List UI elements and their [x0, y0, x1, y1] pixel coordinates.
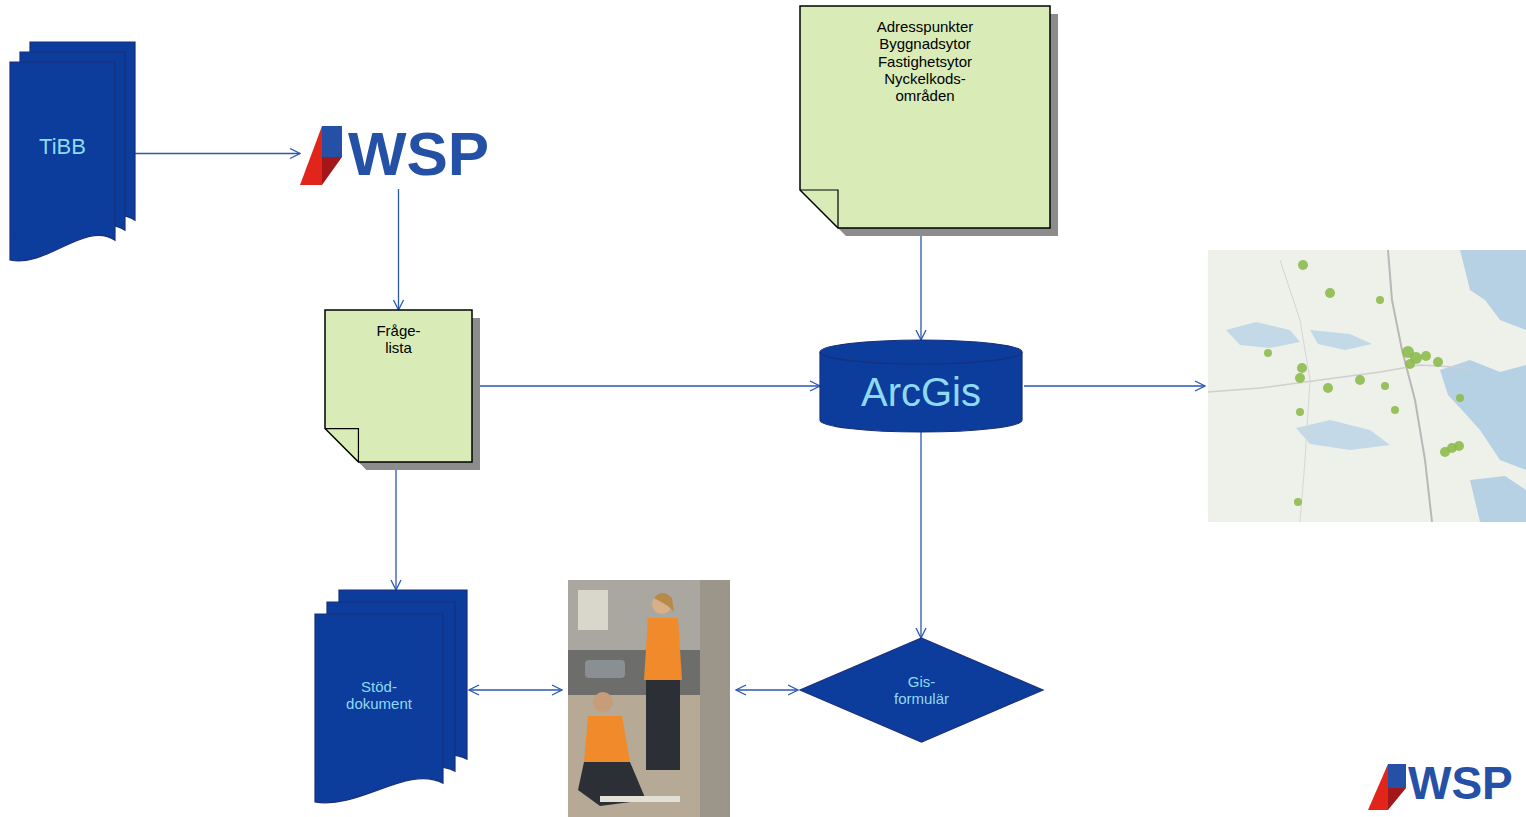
flow-arrow — [472, 385, 820, 386]
logo-icon — [300, 126, 322, 185]
node-text: Fråge- lista — [368, 322, 430, 357]
map-picture — [1310, 330, 1372, 350]
logo-icon — [322, 157, 342, 185]
map-picture — [1376, 296, 1384, 304]
logo-icon — [1368, 764, 1406, 810]
flow-arrow — [920, 228, 921, 340]
flow-arrow — [920, 432, 921, 638]
decision-diamond: Gis- formulär — [800, 638, 1043, 742]
text-area: Fråge- lista — [325, 322, 472, 450]
map-picture — [1355, 375, 1365, 385]
note-box: Adresspunkter Byggnadsytor Fastighetsyto… — [800, 6, 1050, 228]
logo-text: WSP — [1408, 760, 1513, 806]
map-picture — [1208, 250, 1526, 522]
text-area: Stöd- dokument — [315, 614, 443, 776]
document-stack: TiBB — [10, 42, 135, 260]
field-workers-photo — [654, 593, 674, 612]
document-page — [10, 62, 115, 261]
map-picture — [1454, 441, 1464, 451]
field-workers-photo — [646, 680, 680, 770]
map-picture — [1296, 408, 1304, 416]
database-cylinder: ArcGis — [820, 340, 1022, 432]
map-picture — [1298, 260, 1308, 270]
map-picture — [1208, 365, 1470, 392]
text-area: WSP — [348, 118, 500, 189]
document-page — [315, 614, 443, 803]
node-text: ArcGis — [861, 369, 981, 415]
text-area: Gis- formulär — [849, 654, 995, 727]
logo-icon — [1368, 764, 1388, 810]
diamond-outline — [800, 638, 1043, 742]
logo-icon — [1388, 788, 1406, 810]
layout-arrows — [1024, 385, 1205, 386]
field-workers-photo — [568, 580, 730, 817]
layout-arrows — [469, 689, 562, 690]
note-outline — [800, 6, 1050, 228]
map-picture — [1391, 406, 1399, 414]
map-picture — [1405, 359, 1415, 369]
logo-icon — [322, 126, 342, 157]
logo-icon — [1388, 788, 1406, 810]
map-picture — [1381, 382, 1389, 390]
map-picture — [1388, 250, 1432, 522]
flow-arrow — [398, 189, 399, 310]
text-area: TiBB — [10, 62, 115, 232]
cylinder-top — [820, 340, 1022, 364]
map-picture — [1460, 250, 1526, 330]
company-logo: WSP — [300, 118, 500, 189]
map-picture — [1226, 322, 1300, 348]
map-picture — [1295, 373, 1305, 383]
flow-arrow — [135, 153, 300, 154]
field-workers-photo — [700, 580, 730, 817]
map-picture — [1456, 394, 1464, 402]
map-picture — [1264, 260, 1464, 506]
map-picture — [1264, 349, 1272, 357]
map-picture — [1440, 360, 1526, 470]
field-workers-photo — [600, 796, 680, 802]
field-workers-photo — [568, 580, 730, 817]
node-text: Gis- formulär — [885, 673, 957, 708]
layout-arrows — [469, 386, 1205, 690]
map-picture — [1421, 351, 1431, 361]
note-fold — [325, 429, 358, 462]
logo-icon — [1388, 764, 1406, 788]
map-picture — [1208, 250, 1526, 522]
field-workers-photo — [644, 618, 682, 680]
field-workers-photo — [585, 660, 625, 678]
node-text: Adresspunkter Byggnadsytor Fastighetsyto… — [863, 18, 987, 104]
flow-arrow — [395, 462, 396, 590]
document-stack: Stöd- dokument — [315, 590, 467, 802]
layout-arrows — [736, 689, 798, 690]
field-workers-photo — [578, 590, 608, 630]
field-workers-photo — [593, 692, 613, 712]
note-box: Fråge- lista — [325, 310, 472, 462]
map-picture — [1433, 357, 1443, 367]
field-workers-photo — [584, 716, 630, 762]
node-text: Stöd- dokument — [339, 678, 419, 713]
map-picture — [1325, 288, 1335, 298]
map-picture — [1280, 260, 1310, 522]
note-fold — [800, 190, 838, 228]
text-area: Adresspunkter Byggnadsytor Fastighetsyto… — [800, 18, 1050, 216]
logo-text: WSP — [348, 123, 489, 185]
map-picture — [1296, 420, 1390, 450]
map-picture — [1470, 476, 1526, 522]
map-picture — [1294, 498, 1302, 506]
map-picture — [1323, 383, 1333, 393]
node-text: TiBB — [39, 134, 86, 159]
map-picture — [1297, 363, 1307, 373]
note-outline — [325, 310, 472, 462]
text-area: ArcGis — [820, 364, 1022, 420]
